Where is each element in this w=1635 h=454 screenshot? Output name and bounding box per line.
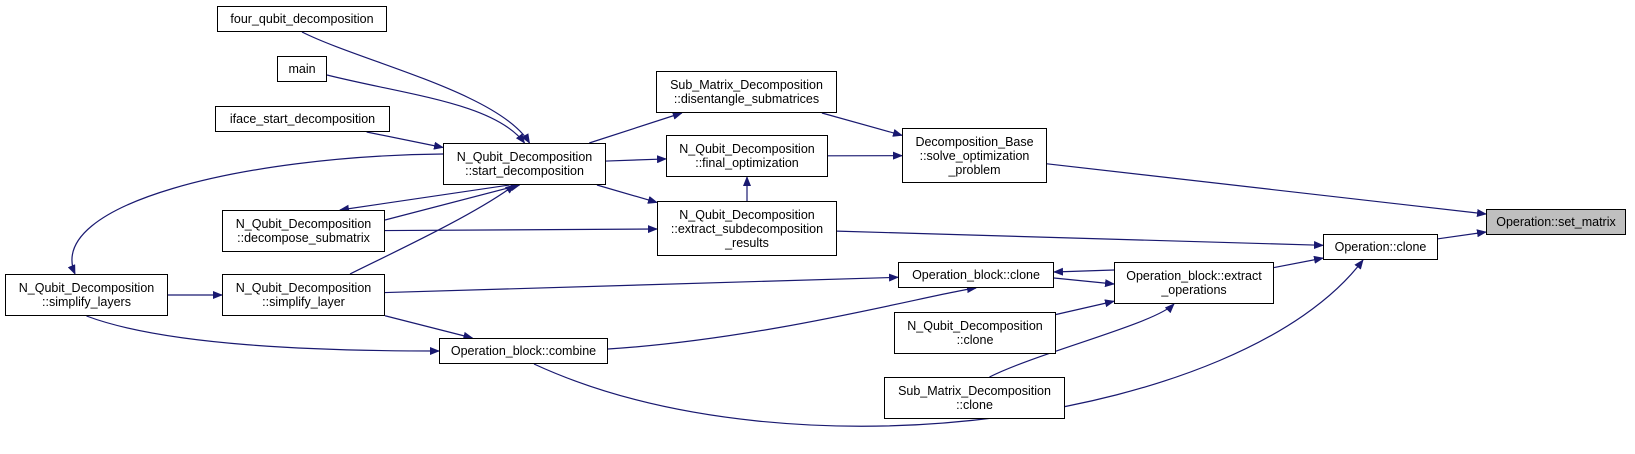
node-label-line: N_Qubit_Decomposition <box>679 142 815 156</box>
node-label-line: ::solve_optimization <box>919 148 1030 163</box>
edge-extract_sub-to-op_clone <box>836 230 1324 250</box>
node-sub-matrix-decomposition-disentangle-submatrices[interactable]: Sub_Matrix_Decomposition ::disentangle_s… <box>656 71 837 113</box>
edge-extract_ops-to-ob_clone <box>1053 267 1115 276</box>
edge-simplify_layers-to-combine <box>86 315 440 355</box>
node-label-line: main <box>288 62 316 76</box>
node-label-line: ::clone <box>956 333 994 347</box>
edge-start_decomp-to-extract_sub <box>596 184 658 204</box>
node-operation-clone[interactable]: Operation::clone <box>1323 234 1438 260</box>
edge-disentangle-to-solve_opt <box>821 112 903 137</box>
node-label-line: N_Qubit_Decomposition <box>235 217 372 231</box>
edge-sm_clone-to-extract_ops <box>989 303 1175 378</box>
node-n-qubit-decomposition-extract-subdecomposition-results[interactable]: N_Qubit_Decomposition ::extract_subdecom… <box>657 201 837 256</box>
node-label-line: Operation_block::combine <box>450 344 597 358</box>
node-n-qubit-decomposition-final-optimization[interactable]: N_Qubit_Decomposition ::final_optimizati… <box>666 135 828 177</box>
node-label-line: N_Qubit_Decomposition <box>456 150 593 164</box>
node-n-qubit-decomposition-simplify-layers[interactable]: N_Qubit_Decomposition ::simplify_layers <box>5 274 168 316</box>
edge-decomp_sub-to-extract_sub <box>384 225 658 234</box>
edge-four_qubit-to-start_decomp <box>301 31 531 144</box>
node-label-line: ::disentangle_submatrices <box>673 92 820 106</box>
edge-op_clone-to-set_matrix <box>1437 229 1487 240</box>
node-label-line: ::clone <box>956 398 993 412</box>
node-label-line: ::start_decomposition <box>465 164 584 178</box>
node-label-line: Decomposition_Base <box>915 134 1034 149</box>
edge-solve_opt-to-set_matrix <box>1046 163 1487 217</box>
edge-start_decomp-to-decomp_sub <box>339 184 510 213</box>
node-label-line: Sub_Matrix_Decomposition <box>898 384 1051 398</box>
node-label-line: _problem <box>948 162 1001 177</box>
node-n-qubit-decomposition-decompose-submatrix[interactable]: N_Qubit_Decomposition ::decompose_submat… <box>222 210 385 252</box>
node-four-qubit-decomposition[interactable]: four_qubit_decomposition <box>217 6 387 32</box>
edge-iface-to-start_decomp <box>366 131 444 150</box>
node-label-line: iface_start_decomposition <box>229 112 376 126</box>
node-label-line: N_Qubit_Decomposition <box>18 281 155 295</box>
edge-ob_clone-to-extract_ops <box>1053 277 1115 288</box>
node-n-qubit-decomposition-simplify-layer[interactable]: N_Qubit_Decomposition ::simplify_layer <box>222 274 385 316</box>
node-label-line: Operation_block::extract <box>1126 269 1262 283</box>
node-label-line: Operation::clone <box>1334 240 1427 254</box>
node-label-line: N_Qubit_Decomposition <box>235 281 372 295</box>
node-n-qubit-decomposition-start-decomposition[interactable]: N_Qubit_Decomposition ::start_decomposit… <box>443 143 606 185</box>
node-operation-block-clone[interactable]: Operation_block::clone <box>898 262 1054 288</box>
node-decomposition-base-solve-optimization-problem[interactable]: Decomposition_Base ::solve_optimization … <box>902 128 1047 183</box>
node-label-line: N_Qubit_Decomposition <box>907 319 1043 333</box>
edge-decomp_sub-to-start_decomp <box>384 183 521 221</box>
node-operation-block-combine[interactable]: Operation_block::combine <box>439 338 608 364</box>
node-label-line: ::extract_subdecomposition <box>670 221 824 236</box>
node-label-line: Operation_block::clone <box>912 268 1040 282</box>
node-label-line: _operations <box>1161 283 1227 297</box>
edge-start_decomp-to-disentangle <box>589 111 683 144</box>
edge-simplify_layer-to-ob_clone <box>384 273 899 294</box>
node-main[interactable]: main <box>277 56 327 82</box>
edge-simplify_layer-to-start_decomp <box>349 184 516 275</box>
node-label-line: Sub_Matrix_Decomposition <box>670 78 823 92</box>
edge-start_decomp-to-final_opt <box>605 155 667 164</box>
edge-start_decomp-to-simplify_layers <box>67 153 444 275</box>
node-label-line: four_qubit_decomposition <box>230 12 374 26</box>
edge-extract_ops-to-op_clone <box>1273 255 1324 269</box>
edge-combine-to-ob_clone <box>607 285 977 350</box>
node-label-line: _results <box>725 235 769 250</box>
edge-nq_clone-to-extract_ops <box>1055 299 1115 316</box>
node-label-line: ::decompose_submatrix <box>237 231 370 245</box>
node-label-line: N_Qubit_Decomposition <box>679 207 815 222</box>
node-label-line: ::simplify_layers <box>42 295 131 309</box>
edge-main-to-start_decomp <box>326 74 526 144</box>
node-label-line: ::simplify_layer <box>262 295 345 309</box>
node-label-line: Operation::set_matrix <box>1496 215 1616 229</box>
node-n-qubit-decomposition-clone[interactable]: N_Qubit_Decomposition ::clone <box>894 312 1056 354</box>
node-label-line: ::final_optimization <box>695 156 799 170</box>
edge-simplify_layer-to-combine <box>384 315 474 340</box>
node-sub-matrix-decomposition-clone[interactable]: Sub_Matrix_Decomposition ::clone <box>884 377 1065 419</box>
node-operation-block-extract-operations[interactable]: Operation_block::extract _operations <box>1114 262 1274 304</box>
node-operation-set-matrix: Operation::set_matrix <box>1486 209 1626 235</box>
node-iface-start-decomposition[interactable]: iface_start_decomposition <box>215 106 390 132</box>
